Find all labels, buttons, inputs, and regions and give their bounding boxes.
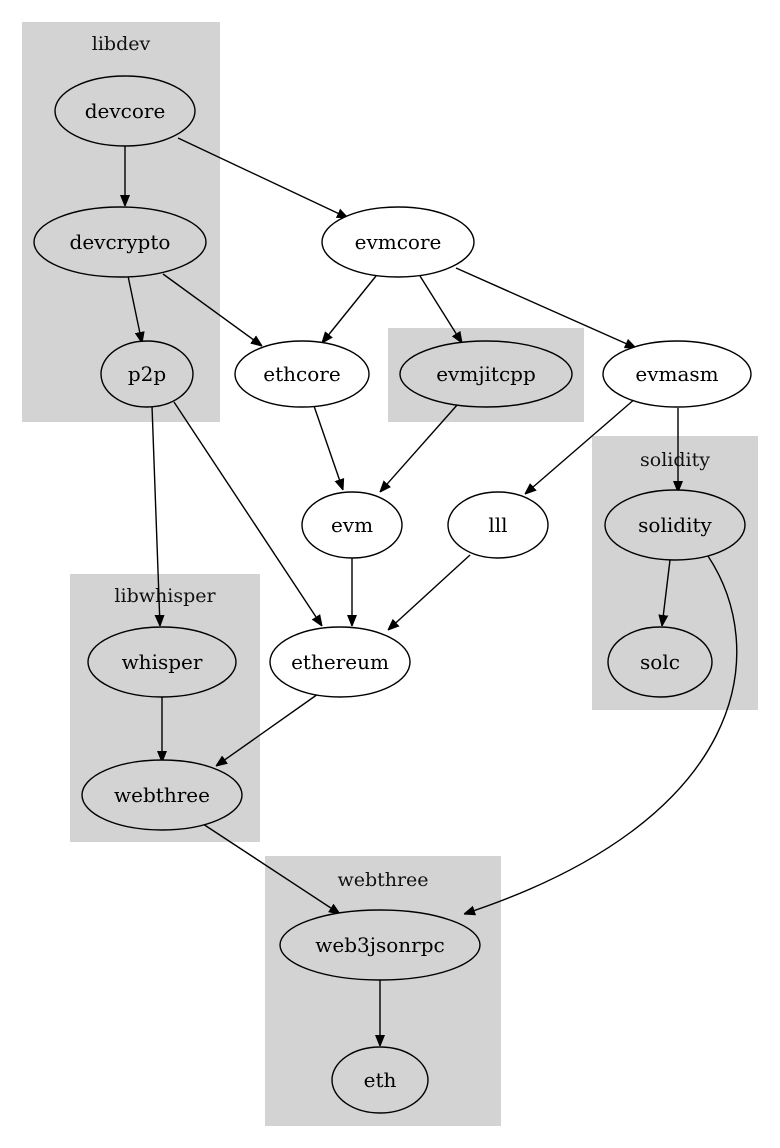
node-webthree: webthree [81,759,243,831]
edge-evmcore-evmasm [455,267,636,349]
cluster-solidity-label: solidity [640,449,710,471]
node-eth-shape [331,1046,429,1114]
edge-devcore-evmcore [177,137,348,219]
node-solidity-label: solidity [638,513,712,537]
node-ethcore: ethcore [234,340,370,408]
node-whisper: whisper [87,626,237,698]
cluster-webthree-label: webthree [337,869,428,891]
edge-evmcore-ethcore [322,275,377,343]
node-lll-shape [447,491,549,559]
node-eth: eth [331,1046,429,1114]
node-eth-label: eth [364,1068,397,1092]
node-web3jsonrpc: web3jsonrpc [279,909,481,981]
node-evm-shape [301,491,403,559]
node-evm: evm [301,491,403,559]
edge-webthree-web3jsonrpc [199,821,340,914]
node-solidity: solidity [604,489,746,561]
node-web3jsonrpc-shape [279,909,481,981]
node-ethcore-shape [234,340,370,408]
node-p2p-shape [100,340,194,408]
nodes: devcore devcrypto p2p evmcore ethcore ev… [33,75,752,1114]
edge-ethereum-webthree [216,693,319,766]
node-p2p-label: p2p [128,362,166,386]
node-solc-label: solc [640,650,680,674]
edges [125,137,738,1046]
edge-evmasm-lll [525,397,637,494]
node-whisper-label: whisper [122,650,203,674]
node-evmcore-label: evmcore [355,230,442,254]
node-evmjitcpp-label: evmjitcpp [436,362,536,386]
node-ethereum-shape [269,626,411,698]
node-solc-shape [607,626,713,698]
node-evmcore-shape [321,206,475,278]
node-evmasm-label: evmasm [635,362,718,386]
node-devcrypto: devcrypto [33,206,207,278]
node-devcore: devcore [54,75,196,147]
node-ethcore-label: ethcore [263,362,340,386]
node-evmjitcpp: evmjitcpp [399,340,573,408]
node-webthree-label: webthree [114,783,210,807]
node-lll-label: lll [488,513,507,537]
edge-p2p-ethereum [173,401,322,626]
edge-lll-ethereum [388,554,471,630]
cluster-libdev-label: libdev [92,33,151,55]
node-evmasm: evmasm [602,340,752,408]
edge-evmcore-evmjitcpp [419,275,462,343]
node-solidity-shape [604,489,746,561]
node-solc: solc [607,626,713,698]
edge-devcrypto-ethcore [162,273,262,346]
edge-devcrypto-p2p [127,275,142,343]
node-devcrypto-label: devcrypto [70,230,171,254]
node-ethereum-label: ethereum [291,650,389,674]
node-devcrypto-shape [33,206,207,278]
node-evm-label: evm [331,513,373,537]
node-web3jsonrpc-label: web3jsonrpc [315,933,444,957]
edge-evmjitcpp-evm [380,403,459,492]
cluster-libwhisper-label: libwhisper [114,585,216,607]
node-p2p: p2p [100,340,194,408]
node-webthree-shape [81,759,243,831]
edge-ethcore-evm [313,405,343,490]
node-devcore-label: devcore [85,99,166,123]
node-whisper-shape [87,626,237,698]
node-lll: lll [447,491,549,559]
node-evmjitcpp-shape [399,340,573,408]
edge-solidity-solc [662,559,671,626]
edge-p2p-whisper [151,405,160,626]
node-evmasm-shape [602,340,752,408]
edge-solidity-web3jsonrpc [464,555,738,914]
node-ethereum: ethereum [269,626,411,698]
node-devcore-shape [54,75,196,147]
node-evmcore: evmcore [321,206,475,278]
